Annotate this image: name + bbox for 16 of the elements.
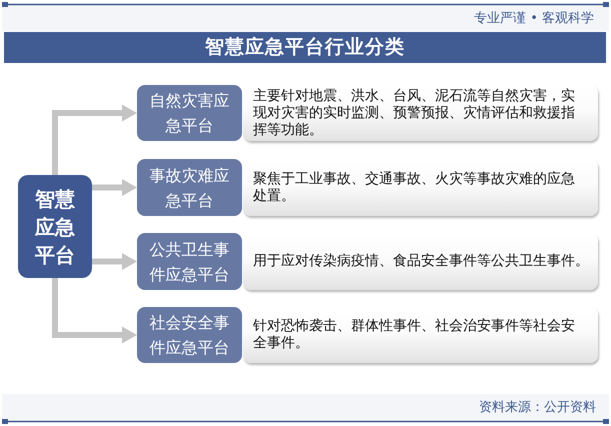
- category-box: 公共卫生事件应急平台: [137, 233, 242, 290]
- source-note: 资料来源：公开资料: [479, 399, 596, 417]
- arrow: [52, 104, 137, 175]
- description-box: 用于应对传染病疫情、食品安全事件等公共卫生事件。: [243, 233, 598, 290]
- description-box: 主要针对地震、洪水、台风、泥石流等自然灾害，实现对灾害的实时监测、预警预报、灾情评估和救援指挥等功能。: [243, 85, 598, 141]
- tagline: 专业严谨 • 客观科学: [474, 10, 594, 28]
- category-box: 社会安全事件应急平台: [137, 307, 242, 363]
- description-box: 针对恐怖袭击、群体性事件、社会治安事件等社会安全事件。: [243, 307, 598, 363]
- category-box: 自然灾害应急平台: [137, 85, 242, 141]
- description-box: 聚焦于工业事故、交通事故、火灾等事故灾难的应急处置。: [243, 159, 598, 216]
- arrow: [92, 179, 137, 196]
- arrow: [52, 278, 137, 344]
- root-box: 智慧应急平台: [18, 175, 92, 278]
- title-bar: 智慧应急平台行业分类: [4, 32, 606, 63]
- category-box: 事故灾难应急平台: [137, 159, 242, 216]
- arrow: [92, 253, 137, 270]
